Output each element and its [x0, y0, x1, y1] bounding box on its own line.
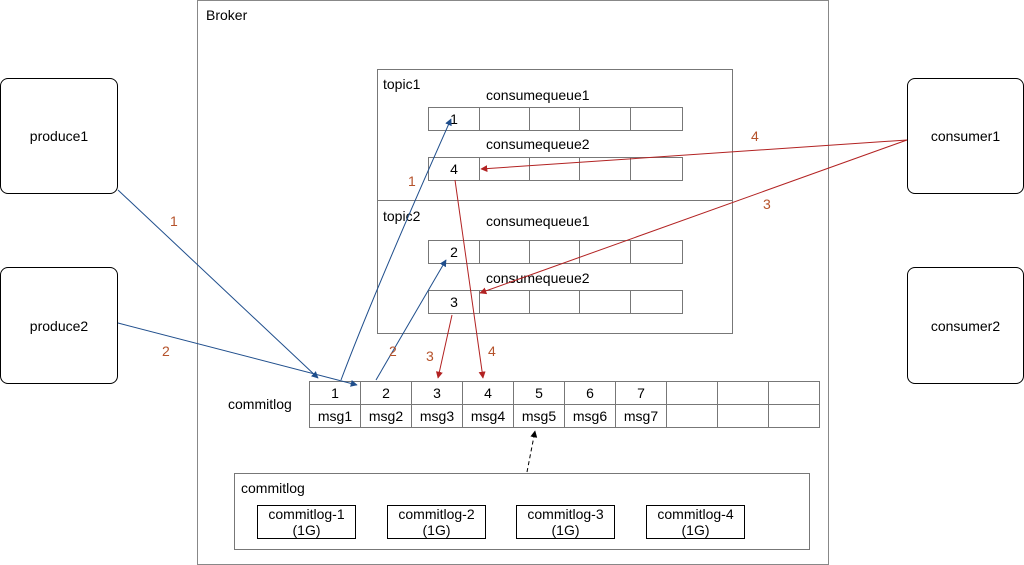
queue-cell [479, 290, 530, 314]
queue-cell [630, 290, 683, 314]
consumer-label-2: consumer2 [930, 317, 1001, 334]
commitlog-file-size: (1G) [422, 522, 451, 538]
topic2-name: topic2 [383, 208, 421, 224]
consumer-label-1: consumer1 [930, 128, 1001, 144]
commitlog-table-label: commitlog [228, 396, 292, 412]
topic1-name: topic1 [383, 76, 421, 92]
commitlog-message-cell: msg2 [360, 404, 412, 428]
queue-cell: 1 [428, 107, 480, 131]
commitlog-file-name: commitlog-4 [657, 506, 734, 522]
commitlog-file-name: commitlog-3 [527, 506, 604, 522]
queue-cell [630, 240, 683, 264]
commitlog-file-size: (1G) [551, 522, 580, 538]
consumer-box-2[interactable]: consumer2 [907, 267, 1024, 384]
queue-cell [529, 107, 580, 131]
commitlog-message-cell [666, 404, 718, 428]
broker-title: Broker [206, 7, 248, 23]
commitlog-message-cell: msg5 [513, 404, 565, 428]
queue-cell [579, 240, 631, 264]
queue-cell [529, 290, 580, 314]
producer-box-2[interactable]: produce2 [0, 267, 118, 384]
queue-cell [630, 157, 683, 181]
queue-cell [579, 107, 631, 131]
arrow-label-queue4: 4 [488, 343, 496, 359]
producer-label-1: produce1 [29, 128, 89, 144]
commitlog-index-cell [717, 381, 769, 405]
arrow-label-consumer1-q2: 4 [751, 128, 759, 144]
arrow-label-consumer1-topic2: 3 [763, 196, 771, 212]
arrow-label-queue3: 3 [426, 348, 434, 364]
queue-cell [479, 157, 530, 181]
commitlog-index-cell: 1 [309, 381, 361, 405]
commitlog-file-size: (1G) [292, 522, 321, 538]
queue-cell: 4 [428, 157, 480, 181]
commitlog-message-cell: msg7 [615, 404, 667, 428]
producer-label-2: produce2 [29, 317, 89, 334]
arrow-label-topic1-index: 1 [408, 173, 416, 189]
queue-cell [579, 157, 631, 181]
commitlog-file-1[interactable]: commitlog-1 (1G) [257, 505, 356, 539]
commitlog-index-cell: 5 [513, 381, 565, 405]
producer-box-1[interactable]: produce1 [0, 78, 118, 194]
commitlog-message-cell [768, 404, 820, 428]
commitlog-file-4[interactable]: commitlog-4 (1G) [646, 505, 745, 539]
commitlog-index-cell: 6 [564, 381, 616, 405]
commitlog-index-cell [768, 381, 820, 405]
queue-cell-value: 3 [450, 294, 458, 310]
queue-cell: 2 [428, 240, 480, 264]
topic2-queue1-name: consumequeue1 [486, 213, 590, 229]
commitlog-message-cell: msg6 [564, 404, 616, 428]
commitlog-index-cell: 2 [360, 381, 412, 405]
queue-cell [579, 290, 631, 314]
commitlog-index-cell: 7 [615, 381, 667, 405]
queue-cell [479, 107, 530, 131]
commitlog-index-cell: 4 [462, 381, 514, 405]
commitlog-message-cell: msg1 [309, 404, 361, 428]
queue-cell-value: 4 [450, 161, 458, 177]
arrow-label-produce1: 1 [170, 213, 178, 229]
commitlog-index-cell: 3 [411, 381, 463, 405]
topic1-queue1-name: consumequeue1 [486, 87, 590, 103]
consumer-box-1[interactable]: consumer1 [907, 78, 1024, 194]
commitlog-message-cell [717, 404, 769, 428]
arrow-label-produce2: 2 [162, 343, 170, 359]
commitlog-message-cell: msg4 [462, 404, 514, 428]
commitlog-message-cell: msg3 [411, 404, 463, 428]
queue-cell [479, 240, 530, 264]
queue-cell [529, 240, 580, 264]
queue-cell [529, 157, 580, 181]
queue-cell: 3 [428, 290, 480, 314]
commitlog-file-name: commitlog-2 [398, 506, 475, 522]
queue-cell [630, 107, 683, 131]
topic1-queue2-name: consumequeue2 [486, 136, 590, 152]
commitlog-file-3[interactable]: commitlog-3 (1G) [516, 505, 615, 539]
commitlog-index-cell [666, 381, 718, 405]
commitlog-file-name: commitlog-1 [268, 506, 345, 522]
topic2-queue2-name: consumequeue2 [486, 270, 590, 286]
arrow-label-topic2-index: 2 [389, 343, 397, 359]
commitlog-files-box [234, 473, 810, 550]
commitlog-file-2[interactable]: commitlog-2 (1G) [387, 505, 486, 539]
queue-cell-value: 1 [450, 111, 458, 127]
commitlog-files-title: commitlog [241, 480, 305, 496]
commitlog-file-size: (1G) [681, 522, 710, 538]
queue-cell-value: 2 [450, 244, 458, 260]
